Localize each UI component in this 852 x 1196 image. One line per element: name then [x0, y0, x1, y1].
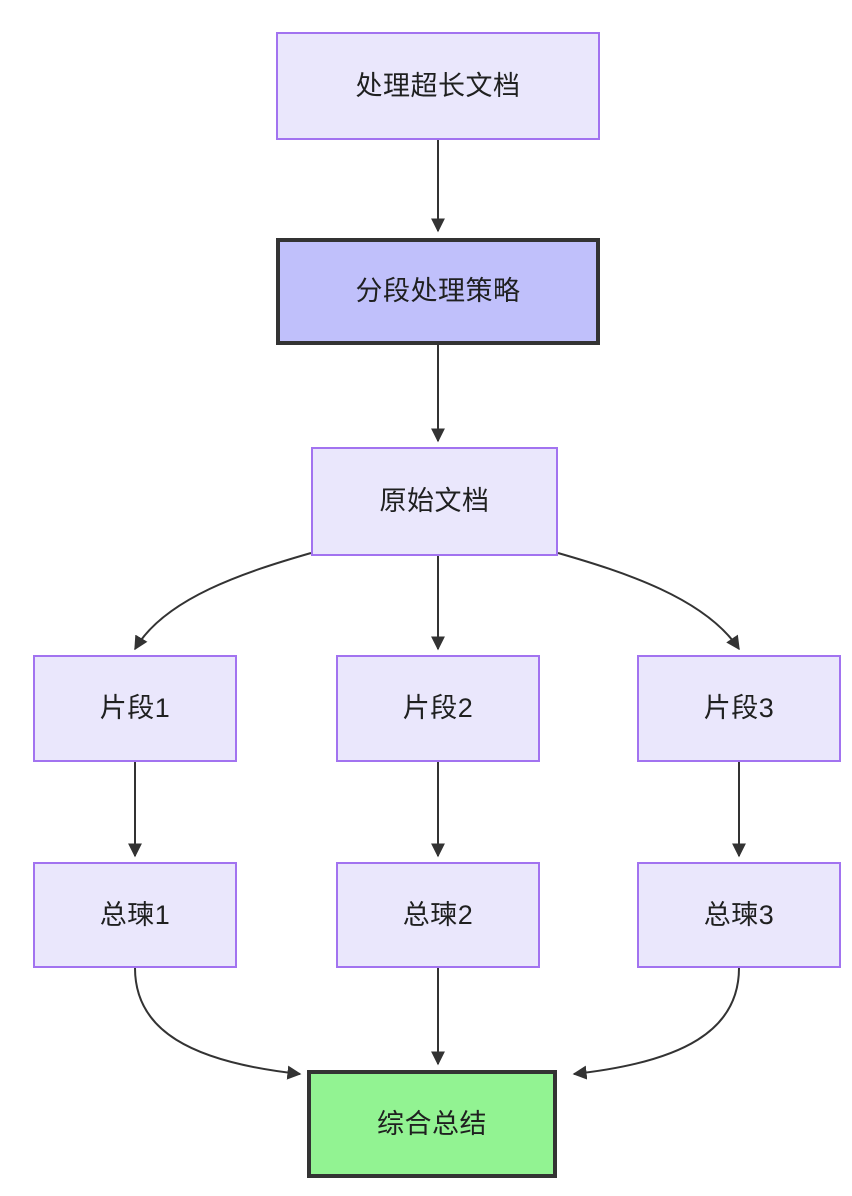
node-source[interactable]: 原始文档: [311, 447, 558, 556]
node-strategy[interactable]: 分段处理策略: [276, 238, 600, 345]
node-summary1[interactable]: 总瑓1: [33, 862, 237, 968]
edge-summary3-to-final: [572, 967, 740, 1080]
node-final-label: 综合总结: [377, 1108, 487, 1139]
node-summary1-label: 总瑓1: [99, 899, 171, 930]
node-start[interactable]: 处理超长文档: [276, 32, 600, 140]
node-chunk3[interactable]: 片段3: [637, 655, 841, 762]
node-strategy-label: 分段处理策略: [355, 276, 521, 307]
node-chunk1[interactable]: 片段1: [33, 655, 237, 762]
edge-source-to-chunk1: [134, 552, 312, 651]
node-start-label: 处理超长文档: [355, 70, 521, 101]
node-final[interactable]: 综合总结: [307, 1070, 557, 1178]
node-chunk3-label: 片段3: [703, 693, 775, 724]
node-summary2[interactable]: 总瑓2: [336, 862, 540, 968]
node-chunk2-label: 片段2: [402, 693, 474, 724]
node-chunk2[interactable]: 片段2: [336, 655, 540, 762]
node-summary3-label: 总瑓3: [703, 899, 775, 930]
node-summary3[interactable]: 总瑓3: [637, 862, 841, 968]
node-summary2-label: 总瑓2: [402, 899, 474, 930]
node-chunk1-label: 片段1: [99, 693, 171, 724]
edge-source-to-chunk3: [557, 552, 740, 651]
node-source-label: 原始文档: [379, 486, 490, 517]
edge-summary1-to-final: [134, 967, 302, 1080]
